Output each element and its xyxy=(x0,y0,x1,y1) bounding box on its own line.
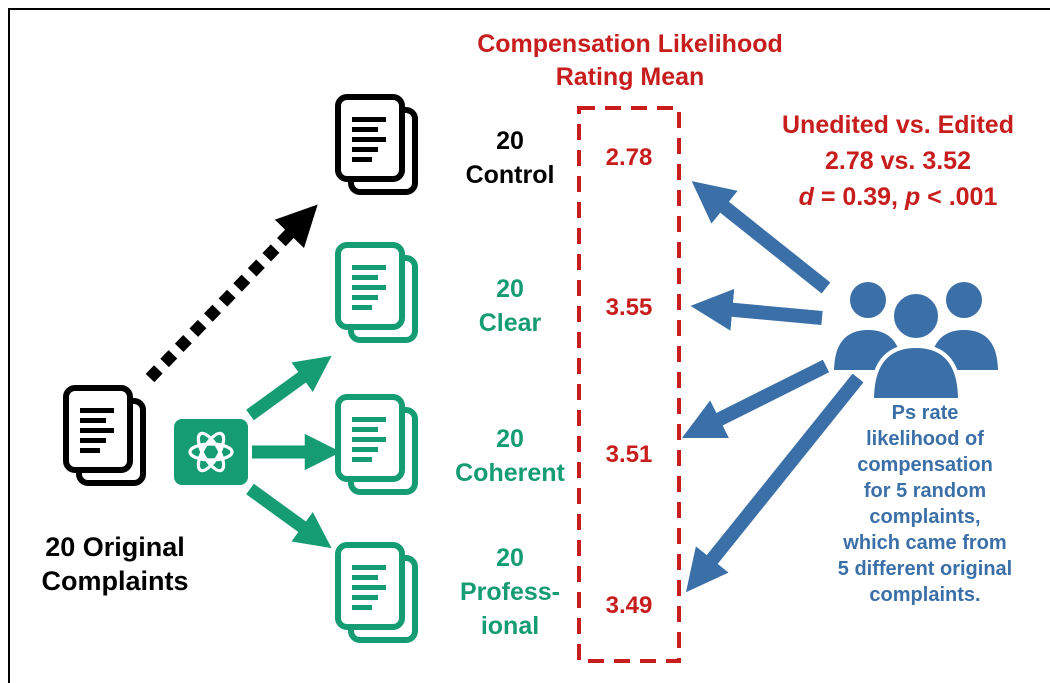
frame-top-border xyxy=(8,8,1050,10)
professional-document-stack-icon xyxy=(338,545,415,640)
rating-arrow-professional xyxy=(685,373,864,593)
mean-value-clear: 3.55 xyxy=(605,294,653,321)
condition-label-clear: 20 Clear xyxy=(445,272,575,340)
participants-line: for 5 random xyxy=(863,480,987,502)
stats-title: Unedited vs. Edited xyxy=(782,111,1014,139)
participants-line: complaints. xyxy=(869,584,981,606)
condition-name: Control xyxy=(465,161,555,189)
participants-line: which came from xyxy=(843,532,1007,554)
condition-name-line-2: ional xyxy=(480,612,540,640)
mean-value-control: 2.78 xyxy=(605,144,653,171)
header-line-2: Rating Mean xyxy=(555,62,705,91)
condition-label-coherent: 20 Coherent xyxy=(445,422,575,490)
control-arrow xyxy=(145,204,318,383)
coherent-document-stack-icon xyxy=(338,397,415,492)
d-value: = 0.39, xyxy=(813,183,905,211)
condition-label-professional: 20 Profess- ional xyxy=(445,541,575,643)
stats-comparison: 2.78 vs. 3.52 xyxy=(825,147,971,175)
rating-arrow-clear xyxy=(690,288,823,331)
header-line-1: Compensation Likelihood xyxy=(477,30,783,58)
d-symbol: d xyxy=(798,183,814,211)
people-group-icon xyxy=(829,278,1003,402)
participants-line: Ps rate xyxy=(891,402,959,424)
participants-line: complaints, xyxy=(869,506,981,528)
source-label-line-2: Complaints xyxy=(41,565,189,596)
condition-count: 20 xyxy=(496,544,524,572)
condition-count: 20 xyxy=(496,275,524,303)
rating-arrow-control xyxy=(691,181,831,294)
source-document-stack-icon xyxy=(66,388,143,483)
frame-left-border xyxy=(8,8,10,683)
mean-value-coherent: 3.51 xyxy=(605,441,653,468)
control-document-stack-icon xyxy=(338,97,415,192)
stats-block: Unedited vs. Edited 2.78 vs. 3.52 d = 0.… xyxy=(748,107,1048,215)
participants-description: Ps rate likelihood of compensation for 5… xyxy=(815,400,1035,608)
openai-logo-icon xyxy=(174,419,248,485)
source-label: 20 Original Complaints xyxy=(20,531,210,599)
participants-line: 5 different original xyxy=(837,558,1013,580)
condition-label-control: 20 Control xyxy=(445,124,575,192)
rating-arrow-coherent xyxy=(681,359,830,439)
condition-count: 20 xyxy=(496,425,524,453)
rating-mean-header: Compensation Likelihood Rating Mean xyxy=(400,28,860,93)
p-symbol: p xyxy=(904,183,921,211)
condition-name: Coherent xyxy=(455,459,565,487)
condition-count: 20 xyxy=(496,127,524,155)
mean-value-professional: 3.49 xyxy=(605,592,653,619)
rating-mean-box xyxy=(577,106,681,663)
clear-arrow xyxy=(246,355,332,421)
p-value: < .001 xyxy=(920,183,998,211)
condition-name-line-1: Profess- xyxy=(459,578,561,606)
condition-name: Clear xyxy=(478,309,542,337)
participants-line: likelihood of xyxy=(866,428,984,450)
professional-arrow xyxy=(246,483,332,549)
participants-line: compensation xyxy=(857,454,993,476)
clear-document-stack-icon xyxy=(338,245,415,340)
source-label-line-1: 20 Original xyxy=(45,532,185,562)
stats-effect: d = 0.39, p < .001 xyxy=(748,179,1048,215)
